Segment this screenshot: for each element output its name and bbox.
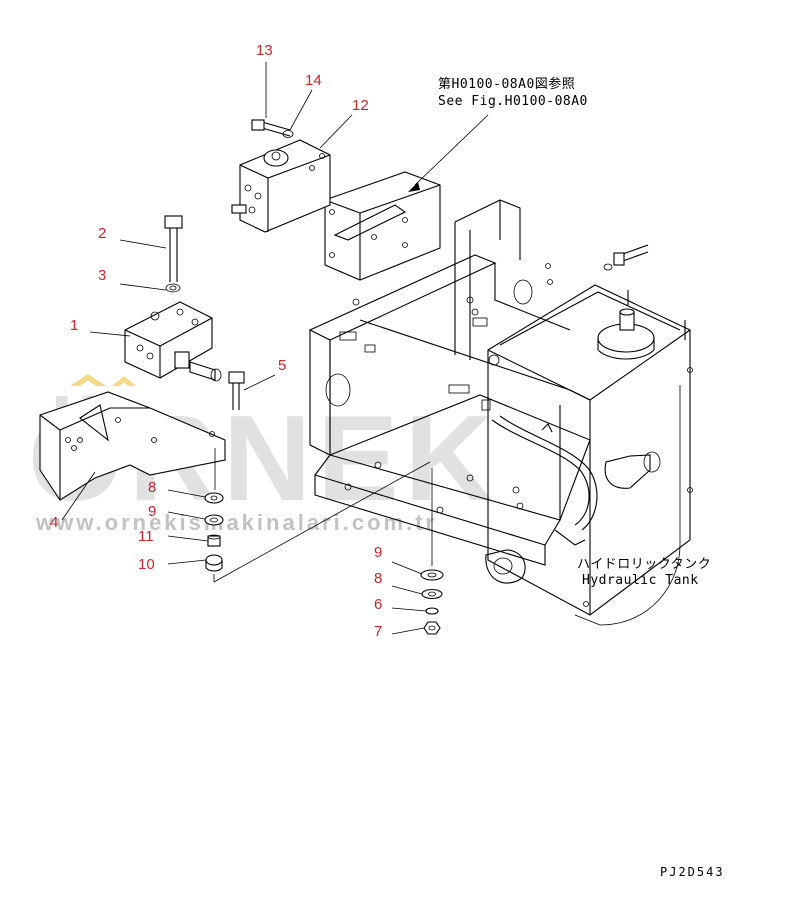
drawing-code: PJ2D543: [660, 865, 725, 879]
callout-1: 1: [70, 317, 78, 334]
lower-valve-assembly: [39, 215, 245, 501]
callout-9-left: 9: [148, 503, 156, 520]
reference-note-jp: 第H0100-08A0図参照: [438, 76, 575, 92]
callout-11: 11: [138, 528, 154, 545]
callout-4: 4: [50, 514, 58, 531]
callouts: 13 14 12 2 3 1 5 4 8 9 11 10 9 8 6 7: [50, 42, 382, 640]
annotations: 第H0100-08A0図参照 See Fig.H0100-08A0 ハイドロリッ…: [438, 76, 725, 879]
callout-9-right: 9: [374, 544, 382, 561]
callout-7: 7: [374, 623, 382, 640]
callout-3: 3: [98, 267, 106, 284]
callout-14: 14: [305, 72, 322, 89]
watermark-url: www.ornekismakinalari.com.tr: [35, 510, 437, 535]
tank-label-jp: ハイドロリックタンク: [577, 557, 711, 572]
main-frame: [308, 199, 598, 566]
hydraulic-tank: [485, 244, 693, 616]
callout-10: 10: [138, 556, 155, 573]
right-hardware-stack: [420, 468, 444, 635]
upper-valve-assembly: [231, 119, 441, 281]
leader-lines: [61, 62, 681, 635]
callout-13: 13: [256, 42, 273, 59]
callout-2: 2: [98, 225, 106, 242]
callout-5: 5: [278, 357, 286, 374]
callout-12: 12: [352, 97, 369, 114]
left-hardware-stack: [204, 448, 431, 583]
tank-label-en: Hydraulic Tank: [582, 573, 699, 588]
callout-6: 6: [374, 596, 382, 613]
callout-8-left: 8: [148, 479, 156, 496]
callout-8-right: 8: [374, 570, 382, 587]
reference-note-en: See Fig.H0100-08A0: [438, 94, 588, 109]
